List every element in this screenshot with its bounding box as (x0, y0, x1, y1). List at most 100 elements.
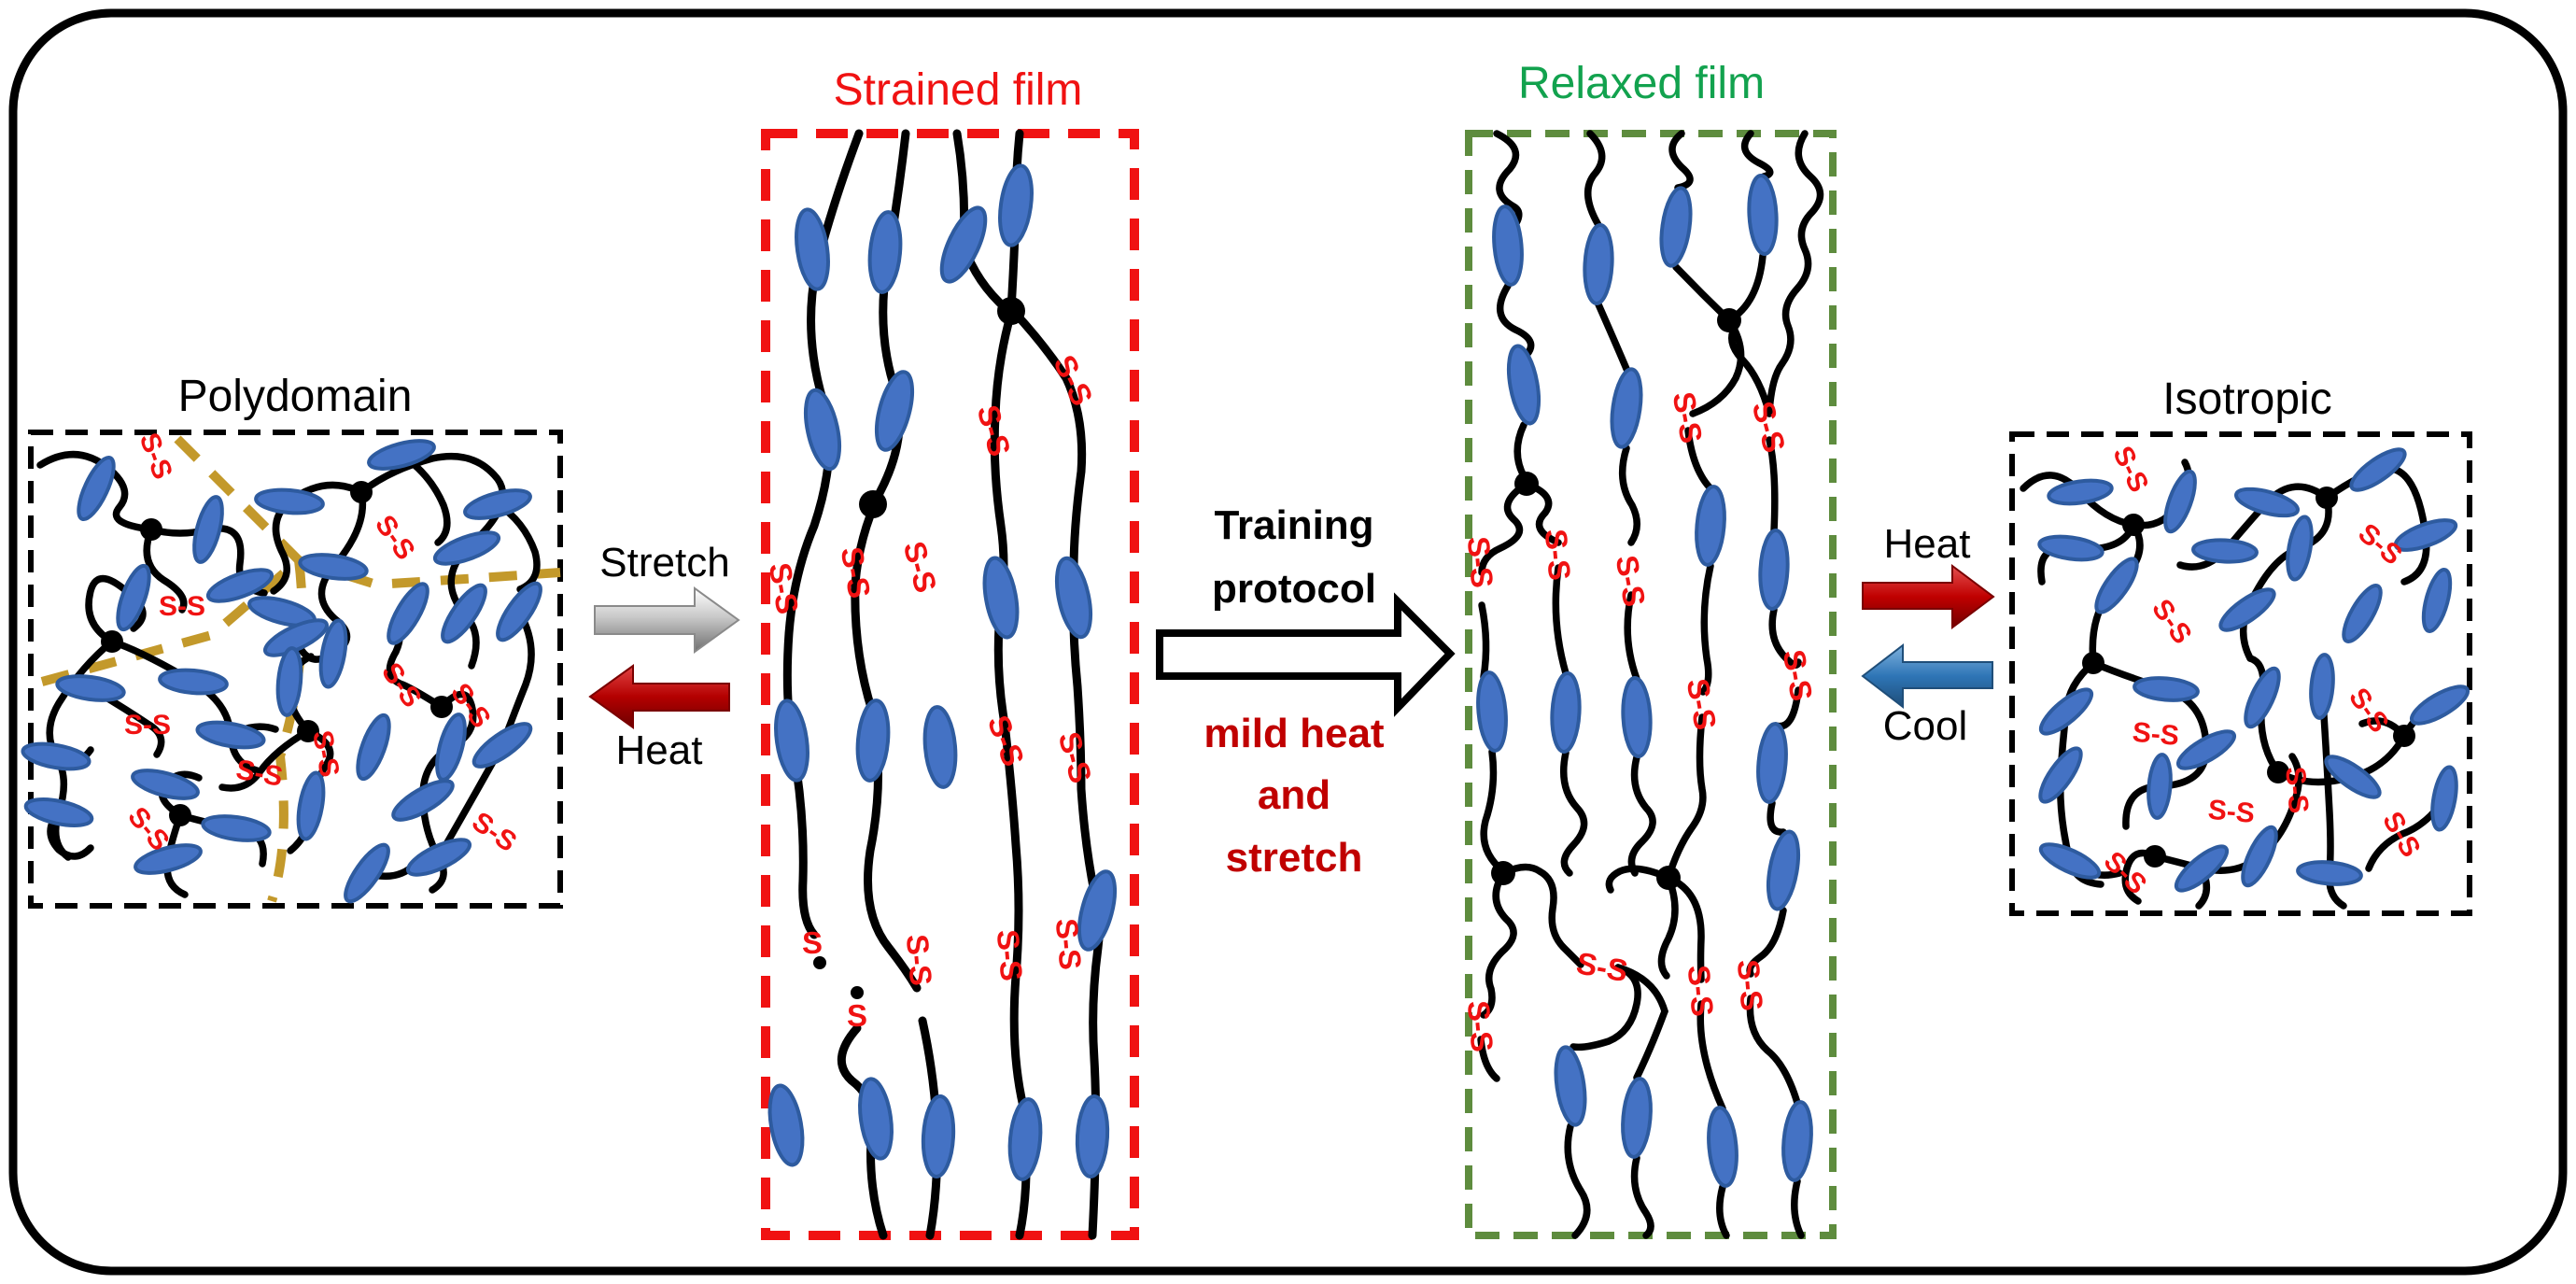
mesogen-ellipse (134, 843, 203, 875)
polymer-chain (2121, 849, 2159, 905)
polymer-chain (1478, 601, 1490, 681)
polymer-chain (1480, 748, 1507, 875)
polymer-chain (1619, 444, 1640, 546)
polymer-chain (85, 574, 147, 645)
mesogen-ellipse (1707, 1106, 1738, 1188)
mesogen-ellipse (21, 741, 91, 771)
polymer-chain (1665, 874, 1705, 983)
mesogen-ellipse (472, 722, 533, 769)
crosslink-dot (169, 804, 191, 826)
mesogen-ellipse (77, 455, 116, 522)
polydomain-dashed-box (28, 430, 563, 909)
mesogen-ellipse (298, 553, 369, 581)
mesogen-ellipse (2191, 538, 2259, 564)
polymer-chain (218, 727, 312, 792)
polymer-chain (1768, 606, 1802, 669)
polymer-chain (1552, 564, 1570, 677)
disulfide-bond-label: S-S (1731, 958, 1770, 1012)
mesogen-ellipse (767, 1083, 805, 1167)
mesogen-ellipse (356, 713, 391, 782)
polymer-chain (990, 308, 1031, 1240)
strained-film-title: Strained film (834, 65, 1083, 115)
training-label-line1: Training (1214, 502, 1373, 548)
polymer-chain (2239, 494, 2332, 662)
radical-s-label: S (847, 998, 867, 1033)
mesogen-ellipse (1583, 223, 1614, 305)
mesogen-ellipse (1621, 1077, 1653, 1159)
mesogen-ellipse (2409, 684, 2470, 726)
disulfide-bond-label: S-S (991, 928, 1030, 982)
mesogen-ellipse (2286, 515, 2314, 582)
mesogen-ellipse (2244, 666, 2281, 729)
crosslink-dot (101, 630, 123, 653)
polydomain-title: Polydomain (178, 372, 413, 421)
polymer-chain (1699, 562, 1714, 696)
crosslink-dot (430, 696, 453, 718)
mesogen-ellipse (1781, 1100, 1813, 1182)
crosslink-dot (2393, 725, 2415, 747)
crosslink-dot (2267, 761, 2289, 783)
stretch-label: Stretch (599, 540, 729, 586)
mesogen-ellipse (2038, 687, 2094, 736)
polymer-chain (1497, 282, 1535, 361)
polymer-chain (1010, 308, 1104, 1240)
disulfide-bond-label: S-S (2132, 717, 2181, 752)
crosslink-dot (859, 490, 887, 518)
disulfide-bond-label: S-S (1461, 535, 1500, 589)
disulfide-bond-label: S-S (1461, 999, 1500, 1053)
crosslink-dot (1717, 308, 1741, 332)
mesogen-ellipse (2147, 753, 2173, 820)
disulfide-bond-label: S-S (1682, 964, 1721, 1018)
mesogen-ellipse (855, 698, 891, 783)
mesogen-ellipse (131, 769, 200, 800)
mesogen-ellipse (262, 618, 330, 657)
mesogen-ellipse (405, 838, 472, 877)
polymer-chain (1595, 301, 1630, 373)
mesogen-ellipse (982, 556, 1020, 640)
mesogen-ellipse (2393, 518, 2458, 552)
polymer-chain (1627, 754, 1656, 877)
mesogen-ellipse (318, 618, 348, 689)
polymer-chain (1689, 317, 1745, 417)
crosslink-dot (1491, 861, 1515, 885)
mesogen-ellipse (496, 581, 542, 642)
mesogen-ellipse (1554, 1045, 1587, 1127)
crosslink-dot (2082, 652, 2104, 674)
polymer-chain (1478, 480, 1530, 576)
mesogen-ellipse (2047, 478, 2114, 506)
polymer-chain (1746, 907, 1787, 978)
mesogen-ellipse (2174, 844, 2230, 893)
polymer-chain (1791, 1178, 1805, 1239)
polymer-chain (2176, 483, 2330, 571)
polymer-chain (108, 638, 260, 774)
mesogen-ellipse (23, 797, 94, 827)
mesogen-ellipse (2218, 587, 2276, 632)
mesogen-ellipse (867, 210, 903, 294)
polymer-chain (1477, 1036, 1500, 1082)
polymer-chain (1584, 130, 1606, 229)
mesogen-ellipse (344, 842, 390, 904)
mesogen-ellipse (201, 814, 272, 842)
mesogen-ellipse (2430, 765, 2458, 832)
polymer-chain (1480, 869, 1517, 1019)
strained-dashed-box (761, 129, 1139, 1240)
domain-boundary-line (40, 557, 303, 686)
training-protocol-arrow-icon (1156, 592, 1456, 717)
disulfide-bond-label: S-S (124, 710, 171, 741)
mesogen-ellipse (803, 388, 842, 472)
polymer-chain (1766, 436, 1779, 535)
polymer-chain (1766, 130, 1824, 417)
mesogen-ellipse (254, 487, 325, 515)
mesogen-ellipse (1610, 367, 1643, 449)
polymer-chain (1570, 964, 1641, 1051)
mesogen-ellipse (1766, 829, 1801, 911)
stretch-sub-label: stretch (1226, 835, 1363, 881)
mesogen-ellipse (2234, 487, 2300, 518)
crosslink-dot (997, 297, 1025, 325)
mesogen-ellipse (1756, 722, 1788, 804)
mesogen-ellipse (441, 583, 487, 644)
polymer-chain (1630, 1154, 1654, 1239)
and-label: and (1258, 772, 1330, 818)
mesogen-ellipse (2038, 746, 2083, 804)
mesogen-ellipse (2349, 447, 2407, 492)
